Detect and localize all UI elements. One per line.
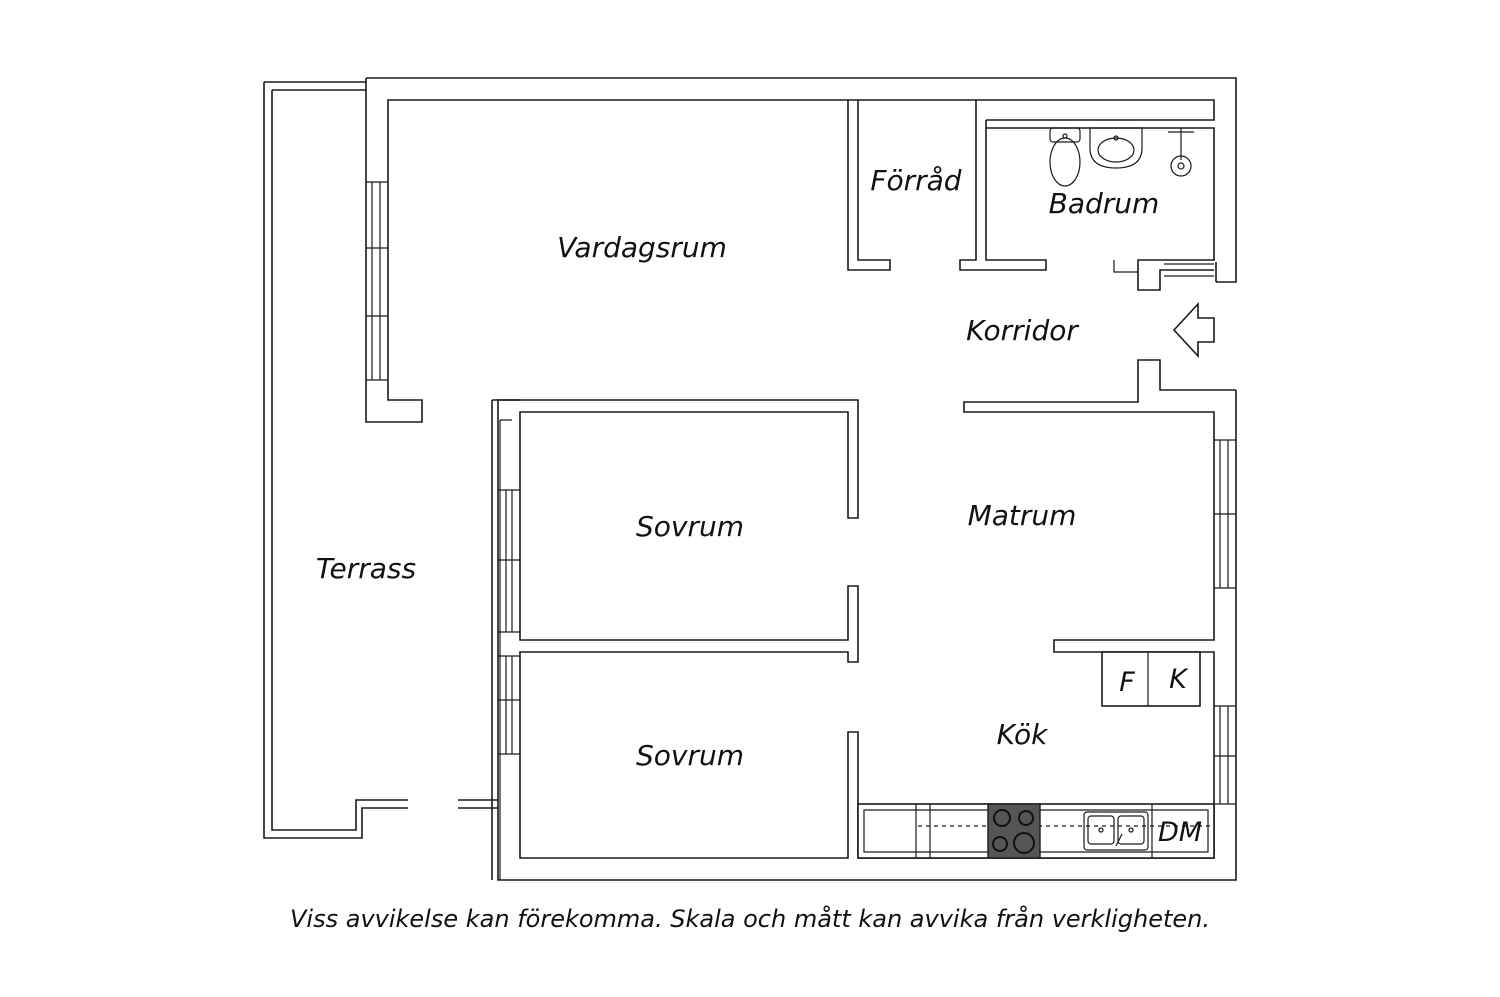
fridge-freezer xyxy=(1101,651,1201,707)
room-label-matrum: Matrum xyxy=(968,499,1077,532)
right-windows xyxy=(1214,439,1236,805)
sink-icon xyxy=(1089,127,1143,169)
room-label-forrad: Förråd xyxy=(870,164,961,197)
room-label-terrass: Terrass xyxy=(316,552,416,585)
room-label-badrum: Badrum xyxy=(1049,187,1160,220)
freezer-label: K xyxy=(1169,664,1189,695)
shower-icon xyxy=(1168,128,1194,177)
room-label-vardagsrum: Vardagsrum xyxy=(557,231,727,264)
toilet-icon xyxy=(1049,127,1081,187)
room-label-korridor: Korridor xyxy=(966,314,1079,347)
dishwasher-label: DM xyxy=(1158,817,1202,848)
stove-icon xyxy=(987,803,1041,859)
kitchen-sink-icon xyxy=(1083,811,1149,851)
room-label-sovrum-1: Sovrum xyxy=(636,510,744,543)
room-label-sovrum-2: Sovrum xyxy=(636,739,744,772)
room-label-kok: Kök xyxy=(997,718,1049,751)
storage-bath-walls xyxy=(847,100,1215,291)
entrance-arrow-icon xyxy=(1172,301,1215,359)
bedroom-walls xyxy=(491,399,859,880)
disclaimer-text: Viss avvikelse kan förekomma. Skala och … xyxy=(290,905,1210,933)
terrace-outline xyxy=(263,81,498,839)
fridge-label: F xyxy=(1119,667,1135,698)
